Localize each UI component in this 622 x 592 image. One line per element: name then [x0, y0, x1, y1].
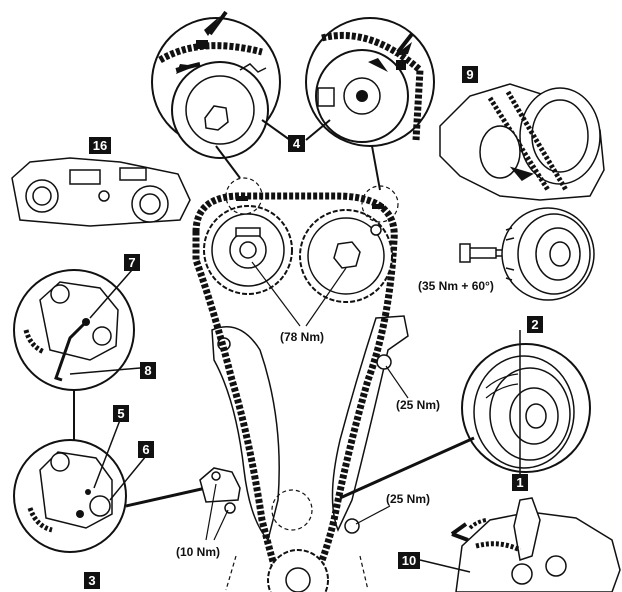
svg-text:2: 2 [531, 317, 538, 332]
rotate-arrow-icon [27, 507, 53, 533]
leader-lines-top [215, 119, 381, 191]
torque-label-guide-lower: (25 Nm) [386, 492, 430, 506]
svg-text:10: 10 [402, 553, 416, 568]
callout-8: 8 [140, 362, 156, 379]
callout-10: 10 [398, 552, 420, 569]
svg-text:9: 9 [466, 67, 473, 82]
arrow-icon [394, 42, 412, 56]
rotate-arrow-icon [23, 329, 46, 355]
callout-2: 2 [527, 316, 543, 333]
leader-8 [69, 367, 141, 375]
arrow-icon [368, 58, 388, 72]
svg-text:4: 4 [293, 136, 301, 151]
chain-tensioner [199, 467, 241, 503]
leader-6 [109, 455, 147, 501]
torque-label-sprockets: (78 Nm) [280, 330, 324, 344]
svg-text:5: 5 [117, 406, 124, 421]
crankshaft-pulley [501, 207, 595, 301]
svg-text:1: 1 [516, 475, 523, 490]
svg-text:8: 8 [144, 363, 151, 378]
leader-5 [93, 419, 121, 489]
callout-5: 5 [113, 405, 129, 422]
leader-10 [419, 559, 471, 573]
svg-text:6: 6 [142, 442, 149, 457]
leader-to-pulley [339, 436, 475, 500]
timing-mark-circle-crank [271, 489, 313, 531]
timing-mark-circle-intake [225, 177, 263, 215]
detail-circle-exhaust-sprocket [305, 17, 435, 147]
svg-text:3: 3 [88, 573, 95, 588]
callout-1: 1 [512, 474, 528, 491]
callout-9: 9 [462, 66, 478, 83]
callout-7: 7 [124, 254, 140, 271]
detail-locking-tool [450, 497, 621, 592]
torque-leaders [205, 261, 409, 541]
detail-tensioner-released [13, 439, 127, 553]
svg-text:16: 16 [93, 138, 107, 153]
callout-16: 16 [89, 137, 111, 154]
double-arrow-icon [450, 522, 469, 542]
tensioner-rail [211, 326, 280, 542]
torque-label-tensioner: (10 Nm) [176, 545, 220, 559]
timing-chain-assembly [192, 177, 409, 592]
detail-circle-intake-sprocket [151, 10, 281, 159]
callout-3: 3 [84, 572, 100, 589]
callout-4: 4 [288, 135, 305, 152]
callout-6: 6 [138, 441, 154, 458]
leader-to-tensioner [125, 486, 207, 508]
torque-label-pulley-bolt: (35 Nm + 60°) [418, 279, 494, 293]
arrow-icon [509, 166, 534, 181]
detail-chain-sprocket [439, 83, 605, 201]
leader-7 [89, 269, 133, 319]
detail-crank-pulley-alignment [461, 330, 591, 476]
torque-label-guide-upper: (25 Nm) [396, 398, 440, 412]
arrow-icon [204, 16, 220, 36]
timing-mark-circle-exhaust [361, 185, 399, 223]
svg-text:7: 7 [128, 255, 135, 270]
detail-camshaft-caps [11, 157, 191, 227]
